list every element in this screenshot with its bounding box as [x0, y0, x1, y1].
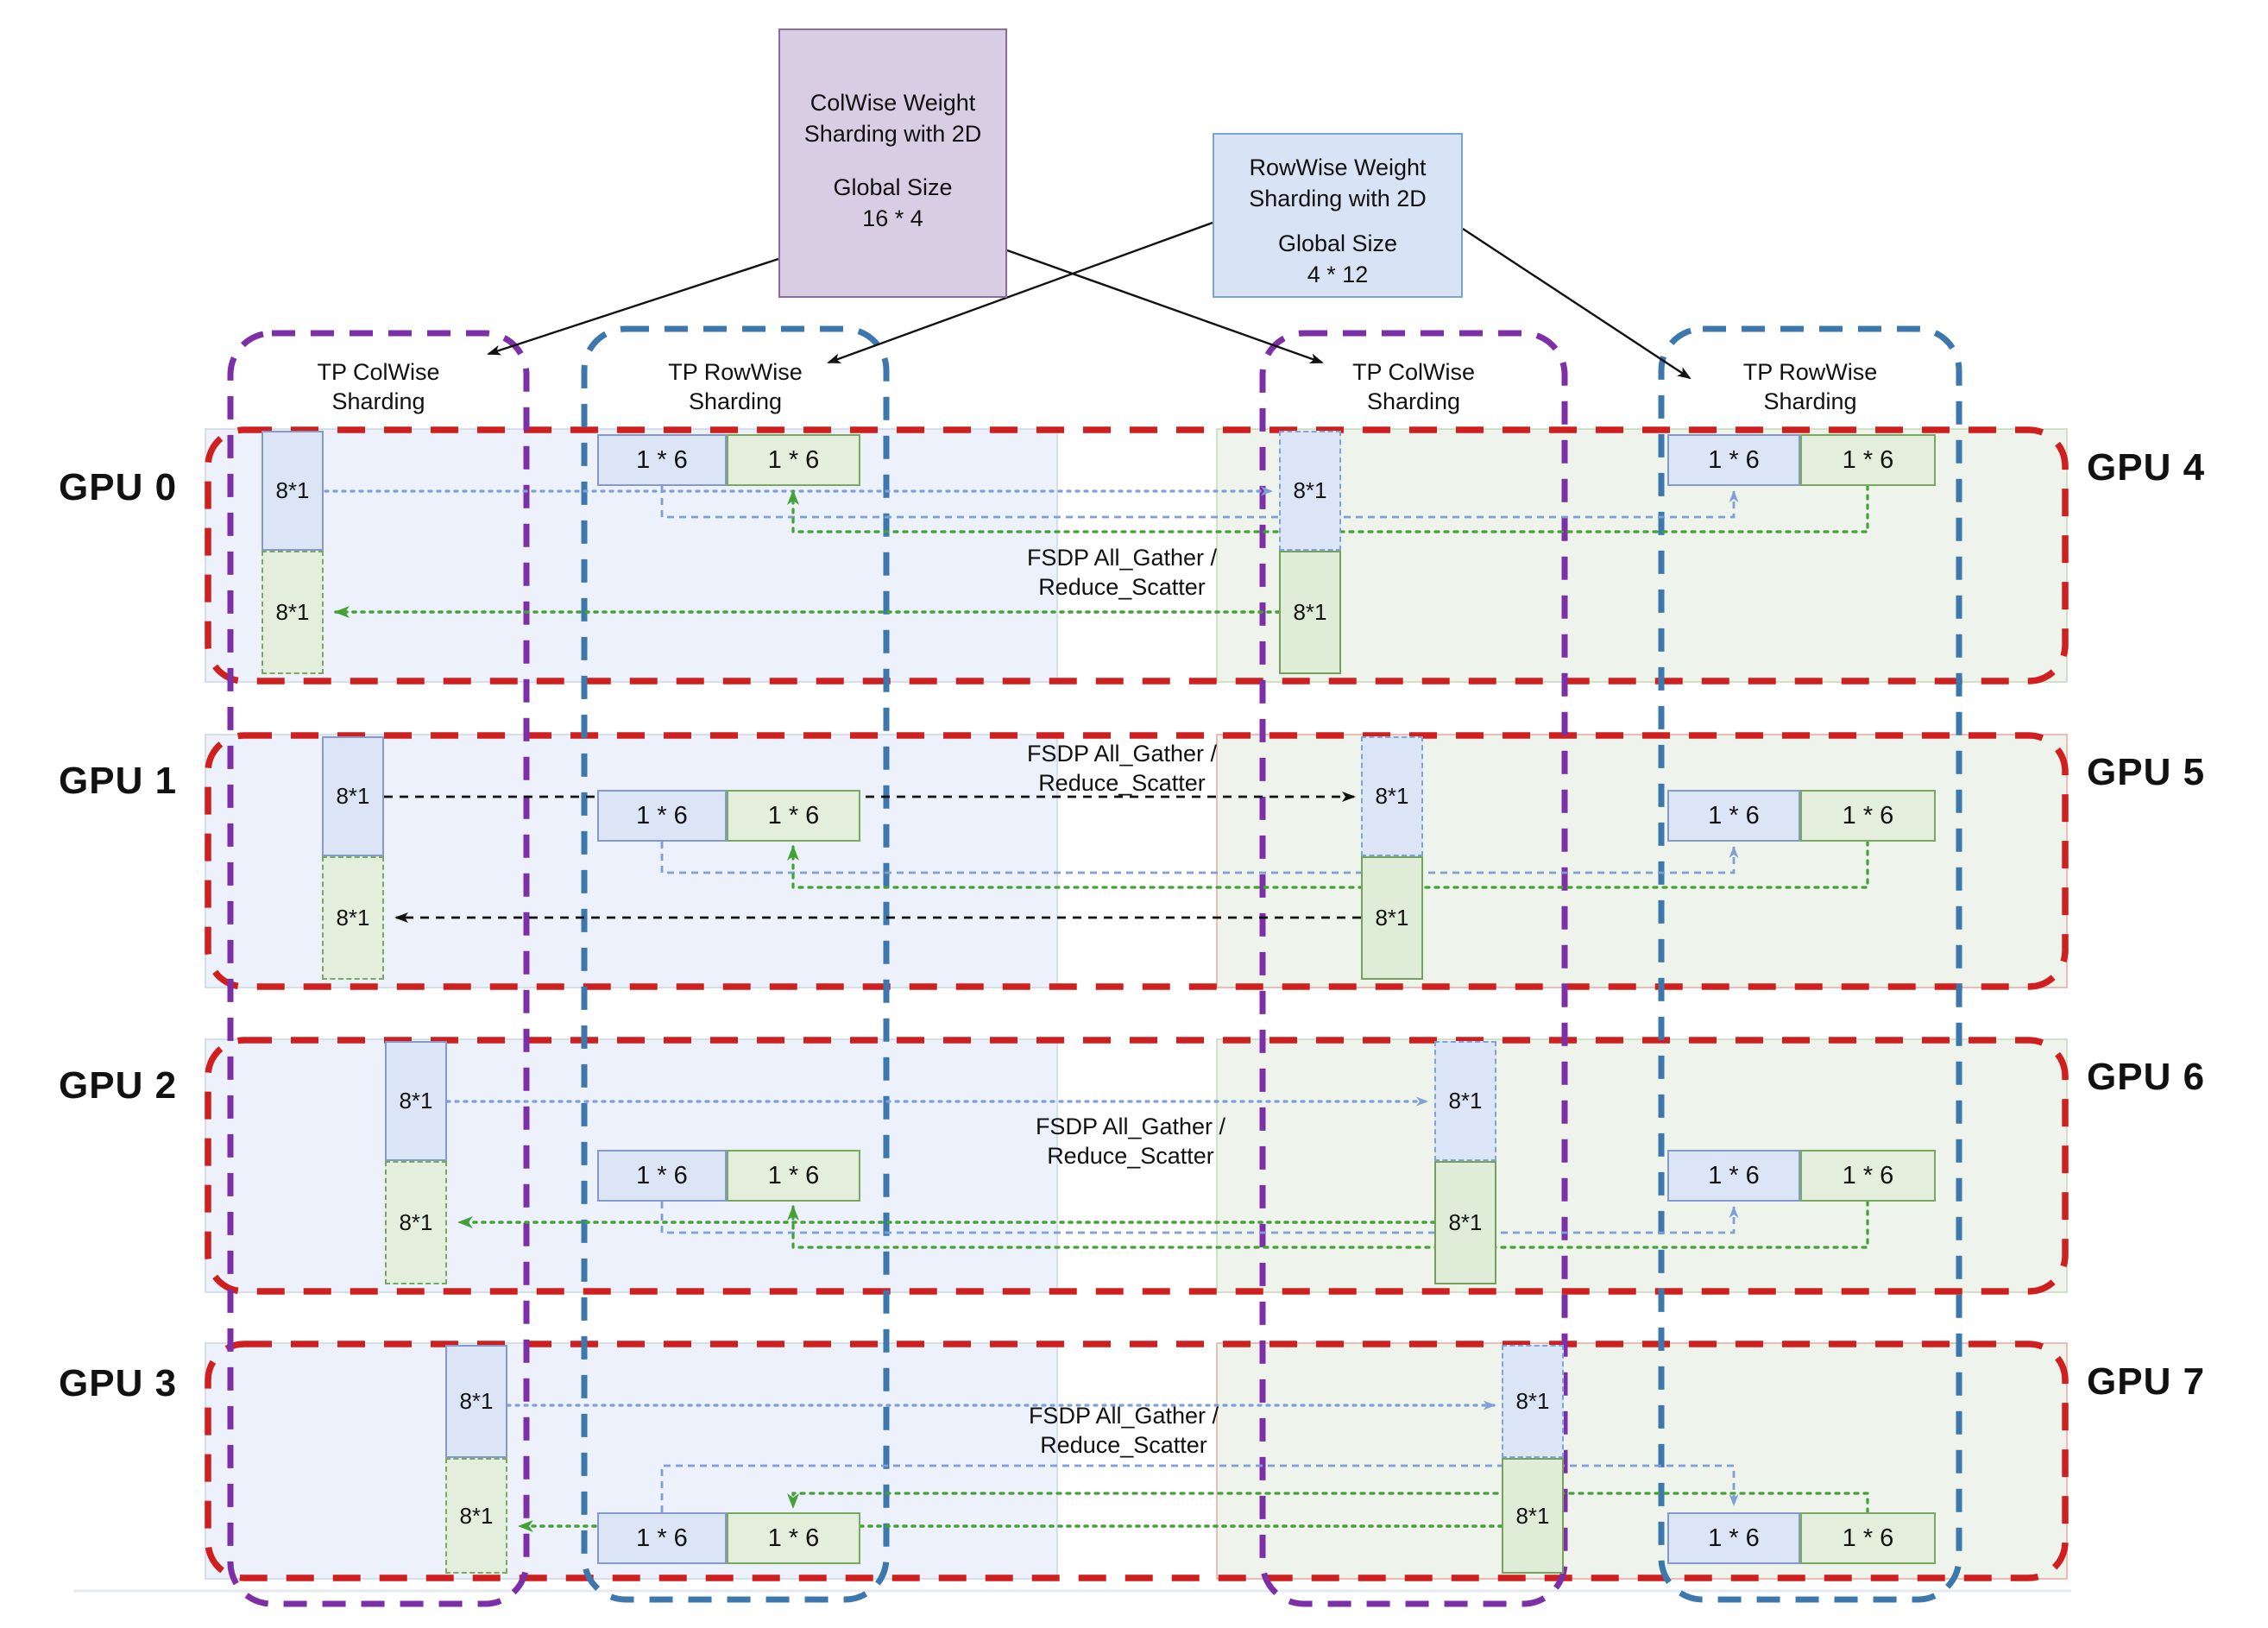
colwise-size: 16 * 4 — [862, 205, 923, 231]
gpu-label-right-2: GPU 6 — [2087, 1056, 2206, 1098]
rowwise-to-col2-arrow — [827, 221, 1213, 364]
fsdp-label-2: FSDP All_Gather / Reduce_Scatter — [984, 1112, 1277, 1171]
tp-colwise-column-1-outline — [227, 330, 530, 1607]
column-header-rowwise-2: TP RowWise Sharding — [1661, 357, 1959, 416]
colshard-blue-gathered-gpu6: 8*1 — [1434, 1041, 1496, 1161]
colshard-blue-gathered-gpu4: 8*1 — [1279, 431, 1341, 551]
rowshard-green-gpu5: 1 * 6 — [1800, 790, 1936, 842]
rowshard-connector-blue-0 — [660, 486, 1739, 519]
gpu-row-outline-2 — [205, 1037, 2069, 1295]
rowshard-connector-blue-2 — [660, 1202, 1739, 1234]
spacer — [1214, 214, 1461, 228]
tp-rowwise-column-1-outline — [581, 325, 890, 1603]
colshard-blue-gathered-gpu5: 8*1 — [1361, 736, 1423, 856]
rowwise-title-box: RowWise Weight Sharding with 2D Global S… — [1213, 133, 1463, 298]
rowshard-green-gpu3: 1 * 6 — [727, 1512, 860, 1564]
fsdp-label-line1: FSDP All_Gather / — [1026, 545, 1218, 571]
column-header-line1: TP ColWise — [1351, 359, 1476, 385]
rowshard-green-gpu2: 1 * 6 — [727, 1150, 860, 1202]
rowwise-title: RowWise Weight Sharding with 2D — [1249, 155, 1427, 211]
fsdp-label-line2: Reduce_Scatter — [1040, 1432, 1207, 1458]
column-header-line2: Sharding — [688, 388, 783, 414]
colshard-blue-owned-gpu2: 8*1 — [385, 1041, 447, 1161]
column-header-line1: TP RowWise — [668, 359, 803, 385]
tp-rowwise-column-2-outline — [1658, 325, 1962, 1603]
colshard-green-owned-gpu5: 8*1 — [1361, 856, 1423, 980]
fsdp-label-3: FSDP All_Gather / Reduce_Scatter — [977, 1401, 1270, 1460]
colshard-blue-gathered-gpu7: 8*1 — [1502, 1345, 1564, 1458]
rowshard-connector-green-3 — [787, 1492, 1869, 1514]
gpu-label-left-2: GPU 2 — [59, 1064, 178, 1107]
column-header-line2: Sharding — [331, 388, 425, 414]
rowshard-green-gpu0: 1 * 6 — [727, 434, 860, 486]
rowshard-connector-green-2 — [787, 1200, 1869, 1249]
colshard-blue-owned-gpu0: 8*1 — [261, 431, 324, 551]
column-header-colwise-1: TP ColWise Sharding — [230, 357, 526, 416]
colwise-to-col1-arrow — [487, 257, 779, 356]
rowwise-subtitle: Global Size — [1277, 230, 1398, 256]
colshard-green-owned-gpu4: 8*1 — [1279, 551, 1341, 674]
rowshard-blue-gpu5: 1 * 6 — [1667, 790, 1800, 842]
column-header-line1: TP ColWise — [317, 359, 440, 385]
rowshard-green-gpu4: 1 * 6 — [1800, 434, 1936, 486]
rowwise-to-col4-arrow — [1462, 227, 1692, 380]
gpu-label-right-0: GPU 4 — [2087, 446, 2206, 489]
rowshard-blue-gpu1: 1 * 6 — [597, 790, 727, 842]
gpu-label-left-1: GPU 1 — [59, 760, 178, 802]
title-connector-arrows — [487, 221, 1692, 380]
spacer — [780, 149, 1005, 172]
colshard-blue-owned-gpu1: 8*1 — [322, 736, 384, 856]
rowshard-blue-gpu2: 1 * 6 — [597, 1150, 727, 1202]
rowshard-blue-gpu6: 1 * 6 — [1667, 1150, 1800, 1202]
column-header-colwise-2: TP ColWise Sharding — [1263, 357, 1565, 416]
rowshard-blue-gpu0: 1 * 6 — [597, 434, 727, 486]
colshard-green-gathered-gpu3: 8*1 — [445, 1458, 507, 1574]
rowshard-green-gpu7: 1 * 6 — [1800, 1512, 1936, 1564]
gpu-label-right-1: GPU 5 — [2087, 751, 2206, 793]
gpu-row-outlines — [205, 426, 2069, 1581]
colwise-subtitle: Global Size — [833, 174, 953, 200]
gpu-label-left-3: GPU 3 — [59, 1362, 178, 1404]
colwise-title-box: ColWise Weight Sharding with 2D Global S… — [778, 28, 1007, 298]
row-3-arrows — [506, 1400, 1869, 1532]
fsdp-label-line2: Reduce_Scatter — [1038, 770, 1206, 796]
gpu-label-left-0: GPU 0 — [59, 466, 178, 508]
rowshard-connector-blue-1 — [660, 842, 1739, 874]
gpu-row-outline-3 — [205, 1341, 2069, 1581]
column-header-line2: Sharding — [1366, 388, 1461, 414]
colshard-blue-owned-gpu3: 8*1 — [445, 1345, 507, 1458]
rowshard-connector-green-1 — [787, 840, 1869, 889]
tp-colwise-column-2-outline — [1259, 330, 1568, 1607]
colshard-green-owned-gpu7: 8*1 — [1502, 1458, 1564, 1574]
fsdp-label-line2: Reduce_Scatter — [1038, 574, 1206, 600]
colshard-green-owned-gpu6: 8*1 — [1434, 1161, 1496, 1284]
row-1-arrows — [384, 792, 1869, 923]
colshard-green-gathered-gpu0: 8*1 — [261, 551, 324, 674]
rowshard-green-gpu6: 1 * 6 — [1800, 1150, 1936, 1202]
gpu-row-outline-0 — [205, 426, 2069, 685]
colshard-green-gathered-gpu2: 8*1 — [385, 1161, 447, 1284]
fsdp-label-1: FSDP All_Gather / Reduce_Scatter — [975, 739, 1269, 798]
fsdp-label-line1: FSDP All_Gather / — [1026, 741, 1218, 767]
rowwise-size: 4 * 12 — [1307, 262, 1369, 287]
gpu-row-outline-1 — [205, 732, 2069, 990]
fsdp-label-line1: FSDP All_Gather / — [1028, 1403, 1219, 1429]
gpu-label-right-3: GPU 7 — [2087, 1360, 2206, 1403]
fsdp-label-line2: Reduce_Scatter — [1047, 1143, 1214, 1169]
fsdp-label-0: FSDP All_Gather / Reduce_Scatter — [975, 543, 1269, 602]
colwise-title: ColWise Weight Sharding with 2D — [803, 90, 982, 147]
rowshard-blue-gpu4: 1 * 6 — [1667, 434, 1800, 486]
colwise-to-col3-arrow — [1006, 249, 1324, 364]
fsdp-label-line1: FSDP All_Gather / — [1035, 1114, 1226, 1139]
tp-column-outlines — [227, 325, 1962, 1607]
column-header-rowwise-1: TP RowWise Sharding — [584, 357, 886, 416]
rowshard-blue-gpu3: 1 * 6 — [597, 1512, 727, 1564]
colshard-green-gathered-gpu1: 8*1 — [322, 856, 384, 980]
rowshard-connector-blue-3 — [660, 1464, 1739, 1512]
rowshard-blue-gpu7: 1 * 6 — [1667, 1512, 1800, 1564]
column-header-line1: TP RowWise — [1742, 359, 1878, 385]
column-header-line2: Sharding — [1763, 388, 1857, 414]
row-2-arrows — [445, 1096, 1869, 1249]
rowshard-green-gpu1: 1 * 6 — [727, 790, 860, 842]
